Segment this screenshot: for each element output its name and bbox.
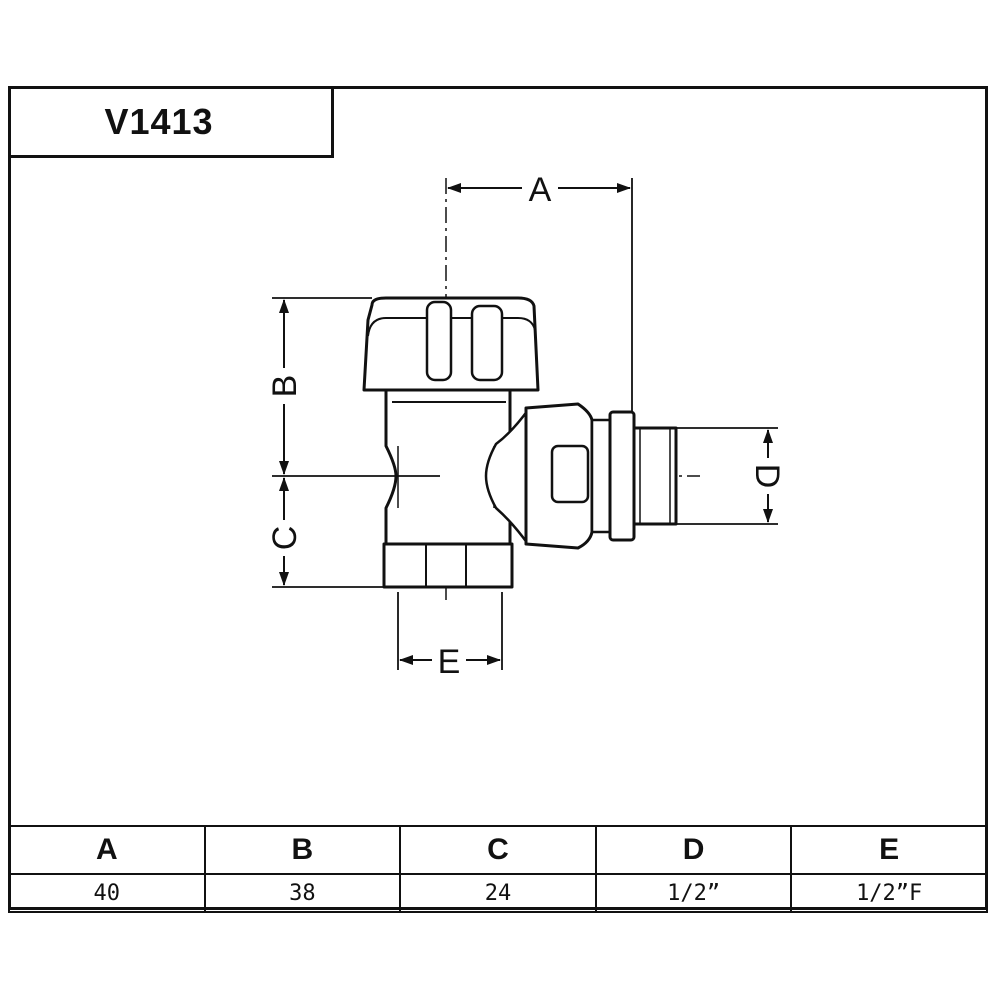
table-header-d: D [594, 825, 793, 875]
dimensions-table: A B C D E 40 38 24 1/2” 1/2”F [8, 825, 988, 913]
table-value-b: 38 [203, 873, 402, 913]
table-header-row: A B C D E [8, 825, 988, 875]
dimension-c: C [266, 477, 304, 586]
table-value-e: 1/2”F [790, 873, 988, 913]
table-header-a: A [8, 825, 206, 875]
table-value-a: 40 [8, 873, 206, 913]
product-code: V1413 [104, 101, 214, 142]
dimension-b-label: B [266, 375, 304, 398]
dimension-a-label: A [529, 171, 552, 209]
title-box: V1413 [8, 86, 334, 158]
dimension-e: E [399, 643, 501, 681]
table-value-row: 40 38 24 1/2” 1/2”F [8, 873, 988, 913]
dimension-e-label: E [438, 643, 461, 681]
extension-lines [272, 178, 778, 670]
dimension-d: D [748, 429, 786, 523]
table-header-e: E [790, 825, 988, 875]
dimension-b: B [266, 299, 304, 475]
table-value-d: 1/2” [594, 873, 793, 913]
dimension-d-label: D [748, 464, 786, 489]
valve-body [362, 296, 678, 589]
dimension-a: A [447, 171, 631, 209]
table-header-c: C [399, 825, 597, 875]
table-header-b: B [203, 825, 402, 875]
dimension-c-label: C [266, 526, 304, 551]
table-value-c: 24 [399, 873, 597, 913]
